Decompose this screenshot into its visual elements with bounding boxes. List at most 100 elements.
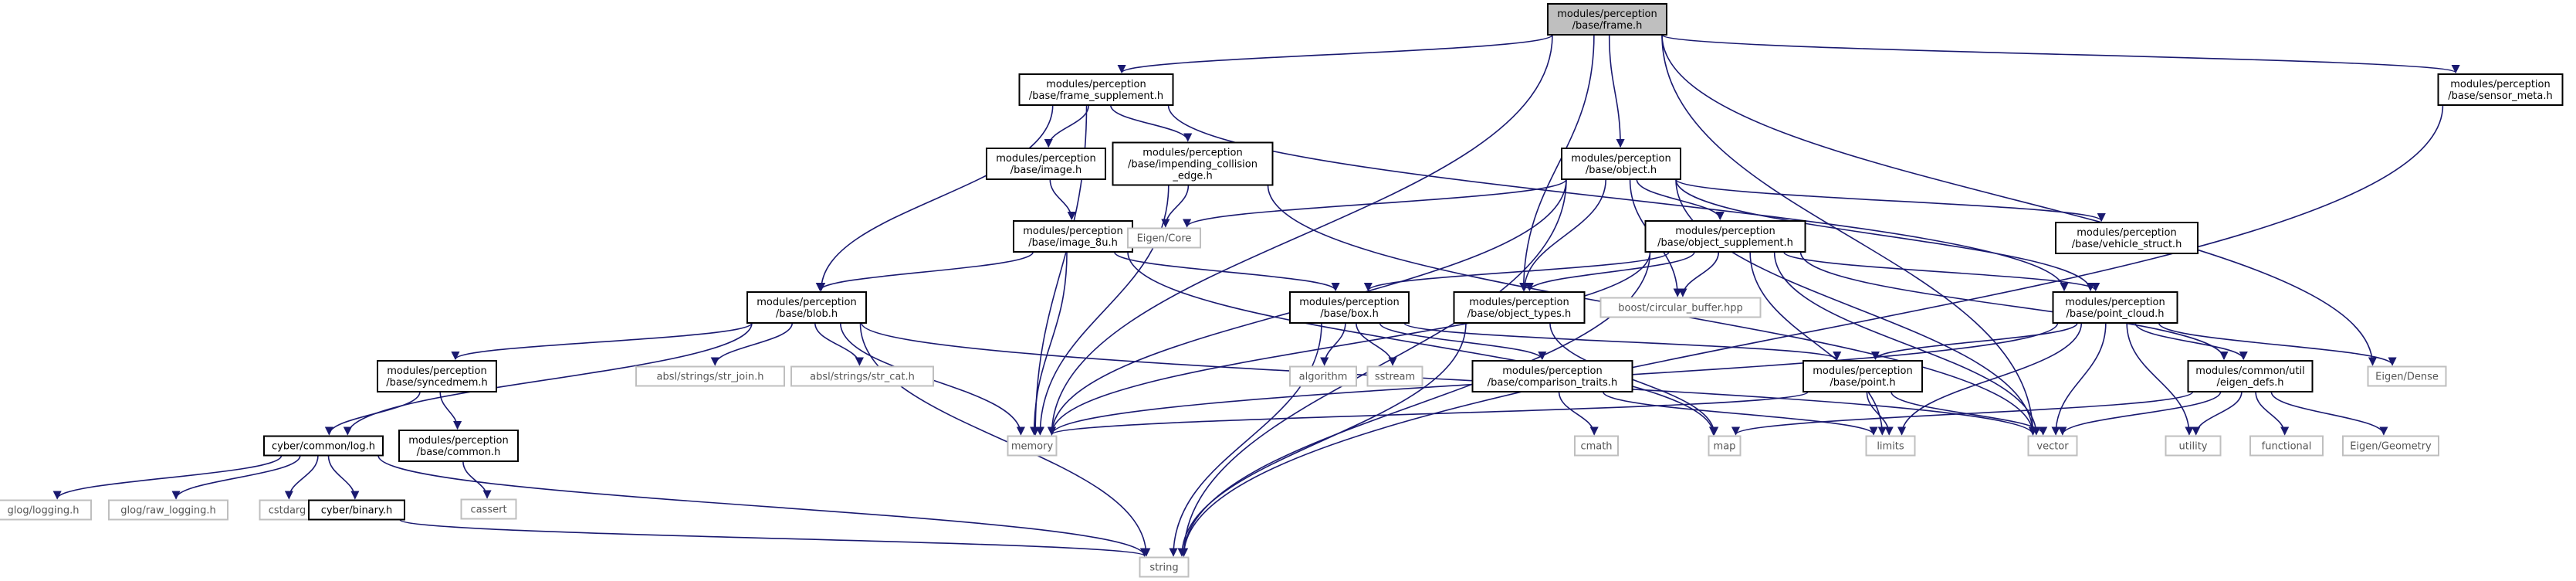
node-box: [1007, 435, 1058, 457]
edge: [1525, 251, 1695, 292]
node-box: [1471, 360, 1633, 392]
edge-blob-to-string: [859, 322, 1151, 557]
edge-point-cloud-to-eigen-defs: [2134, 322, 2248, 361]
node-point[interactable]: modules/perception/base/point.h: [1803, 360, 1923, 392]
edge: [1035, 185, 1170, 436]
edge: [1179, 104, 2444, 557]
node-comparison-traits[interactable]: modules/perception/base/comparison_trait…: [1471, 360, 1633, 392]
node-frame[interactable]: modules/perception/base/frame.h: [1547, 3, 1667, 36]
node-frame-supplement[interactable]: modules/perception/base/frame_supplement…: [1018, 73, 1174, 106]
edge-blob-to-log: [343, 322, 753, 436]
edge-image-8u-to-box: [1113, 251, 1340, 292]
node-box: [2342, 435, 2439, 457]
node-common[interactable]: modules/perception/base/common.h: [398, 430, 519, 462]
edge-log-to-glog-logging: [52, 455, 283, 500]
node-label-line: modules/common/util: [2195, 365, 2304, 377]
edge: [2134, 322, 2248, 361]
node-sensor-meta[interactable]: modules/perception/base/sensor_meta.h: [2437, 73, 2564, 106]
edge-syncedmem-to-common: [439, 391, 462, 430]
node-box: [0, 499, 92, 521]
node-label-line: cyber/common/log.h: [272, 441, 375, 453]
node-memory: memory: [1007, 435, 1058, 457]
node-object[interactable]: modules/perception/base/object.h: [1561, 148, 1681, 180]
node-label-line: /base/sensor_meta.h: [2448, 90, 2552, 102]
edge-sensor-meta-to-string: [1179, 104, 2444, 557]
edge: [1048, 391, 1809, 436]
edge: [1782, 251, 2100, 292]
edge: [814, 322, 864, 366]
node-object-supplement[interactable]: modules/perception/base/object_supplemen…: [1644, 220, 1806, 253]
node-box: [377, 360, 497, 392]
edge-frame-to-vector: [1661, 34, 2038, 436]
node-label-line: /base/object_supplement.h: [1657, 237, 1793, 249]
edge-log-to-glog-raw: [171, 455, 301, 500]
node-box: [259, 499, 316, 521]
edge: [1403, 322, 1842, 361]
node-vector: vector: [2027, 435, 2078, 457]
node-label-line: modules/perception: [1299, 297, 1399, 308]
edge-frame-supplement-to-point-cloud: [1167, 104, 2069, 292]
edge: [1519, 34, 1595, 292]
node-label-line: modules/perception: [1023, 226, 1122, 237]
node-blob[interactable]: modules/perception/base/blob.h: [746, 291, 867, 324]
edge: [1866, 391, 1894, 436]
edge-log-to-cyber-binary: [327, 455, 360, 500]
node-syncedmem[interactable]: modules/perception/base/syncedmem.h: [377, 360, 497, 392]
node-label-line: utility: [2179, 441, 2208, 453]
node-label-line: limits: [1877, 441, 1904, 453]
node-label-line: /base/syncedmem.h: [386, 377, 488, 389]
node-label-line: modules/perception: [2065, 297, 2165, 308]
node-label-line: /base/image_8u.h: [1028, 237, 1118, 249]
edge-box-to-string: [1169, 322, 1322, 557]
edge-eigen-defs-to-functional: [2255, 391, 2290, 436]
node-functional: functional: [2249, 435, 2324, 457]
edge: [1661, 34, 2460, 74]
edge: [1169, 322, 1322, 557]
edge-point-cloud-to-point: [1870, 322, 2078, 361]
edge: [1602, 391, 1878, 436]
node-label-line: modules/perception: [2077, 227, 2176, 239]
node-label-line: modules/perception: [1571, 153, 1671, 165]
edge-log-to-string: [377, 455, 1149, 557]
node-box: [1112, 141, 1274, 186]
node-log[interactable]: cyber/common/log.h: [263, 435, 384, 457]
node-image-8u[interactable]: modules/perception/base/image_8u.h: [1013, 220, 1133, 253]
node-object-types[interactable]: modules/perception/base/object_types.h: [1453, 291, 1586, 324]
edge-box-to-algorithm: [1320, 322, 1346, 366]
node-box: [460, 498, 517, 520]
node-cyber-binary[interactable]: cyber/binary.h: [308, 499, 405, 521]
node-impending[interactable]: modules/perception/base/impending_collis…: [1112, 141, 1274, 186]
edge: [1113, 251, 1340, 292]
edge: [343, 322, 753, 436]
node-label-line: sstream: [1375, 372, 1415, 383]
node-label-line: Eigen/Core: [1137, 233, 1192, 245]
node-str-cat: absl/strings/str_cat.h: [790, 365, 934, 387]
edge: [1749, 251, 1887, 436]
edge-point-cloud-to-vector: [2051, 322, 2107, 436]
node-box: [1865, 435, 1916, 457]
node-point-cloud[interactable]: modules/perception/base/point_cloud.h: [2052, 291, 2178, 324]
edge: [1047, 34, 1553, 436]
node-label-line: _edge.h: [1172, 171, 1212, 182]
edge: [1558, 391, 1599, 436]
node-box[interactable]: modules/perception/base/box.h: [1289, 291, 1410, 324]
node-label-line: modules/perception: [1142, 148, 1242, 159]
node-box: [2027, 435, 2078, 457]
node-label-line: vector: [2036, 441, 2069, 453]
node-label-line: /base/object.h: [1586, 165, 1657, 176]
node-box: [2249, 435, 2324, 457]
edge: [2255, 391, 2290, 436]
edge: [1520, 178, 1606, 292]
edge: [859, 322, 1151, 557]
node-image[interactable]: modules/perception/base/image.h: [986, 148, 1106, 180]
node-vehicle-struct[interactable]: modules/perception/base/vehicle_struct.h: [2055, 222, 2199, 254]
edge: [861, 322, 2037, 436]
node-box: [2052, 291, 2178, 324]
edge: [2058, 391, 2222, 436]
node-eigen-defs[interactable]: modules/common/util/eigen_defs.h: [2187, 360, 2314, 392]
edge-comparison-traits-to-limits: [1602, 391, 1878, 436]
edge-frame-supplement-to-impending: [1109, 104, 1193, 142]
edge-frame-to-sensor-meta: [1661, 34, 2460, 74]
edge: [1363, 251, 1670, 292]
